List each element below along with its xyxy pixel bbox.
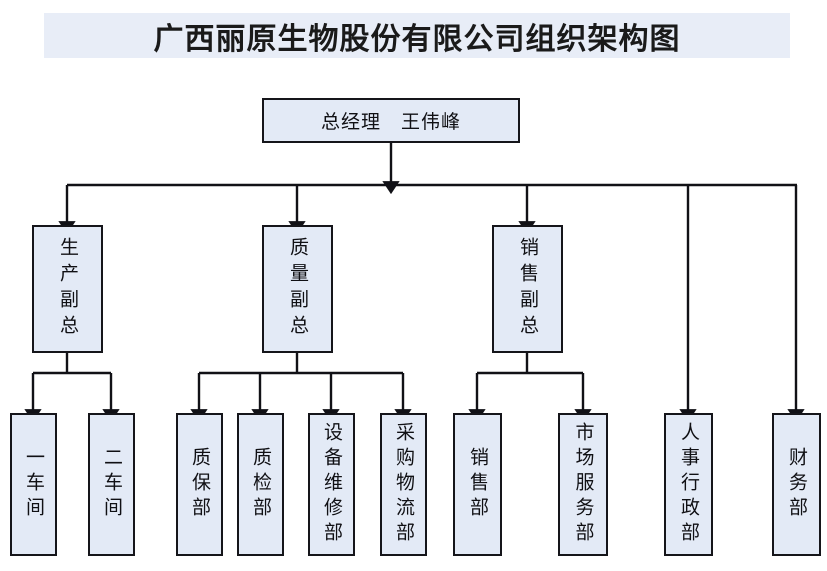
node-dept-finance[interactable]: 财务部 bbox=[772, 413, 821, 556]
page-title: 广西丽原生物股份有限公司组织架构图 bbox=[153, 22, 681, 56]
node-dept-market-service[interactable]: 市场服务部 bbox=[558, 413, 608, 556]
node-dept-sales[interactable]: 销售部 bbox=[453, 413, 502, 556]
node-label-vp-quality: 质量副总 bbox=[287, 237, 309, 341]
node-vp-production[interactable]: 生产副总 bbox=[32, 225, 103, 353]
node-label-workshop-2: 二车间 bbox=[101, 447, 123, 522]
node-label-dept-equipment: 设备维修部 bbox=[321, 422, 343, 547]
node-label-dept-hr-admin: 人事行政部 bbox=[678, 422, 700, 547]
node-dept-purchasing[interactable]: 采购物流部 bbox=[380, 413, 427, 556]
node-label-vp-production: 生产副总 bbox=[57, 237, 79, 341]
node-workshop-2[interactable]: 二车间 bbox=[88, 413, 135, 556]
node-label-general-manager: 总经理 王伟峰 bbox=[320, 112, 461, 133]
node-general-manager[interactable]: 总经理 王伟峰 bbox=[262, 98, 520, 143]
node-vp-sales[interactable]: 销售副总 bbox=[492, 225, 563, 353]
node-dept-qc[interactable]: 质检部 bbox=[237, 413, 284, 556]
node-label-dept-qc: 质检部 bbox=[250, 447, 272, 522]
node-label-dept-sales: 销售部 bbox=[467, 447, 489, 522]
node-dept-qa[interactable]: 质保部 bbox=[176, 413, 223, 556]
node-vp-quality[interactable]: 质量副总 bbox=[262, 225, 333, 353]
node-dept-equipment[interactable]: 设备维修部 bbox=[308, 413, 355, 556]
node-workshop-1[interactable]: 一车间 bbox=[10, 413, 57, 556]
node-label-dept-finance: 财务部 bbox=[786, 447, 808, 522]
node-label-dept-market-service: 市场服务部 bbox=[572, 422, 594, 547]
node-label-vp-sales: 销售副总 bbox=[517, 237, 539, 341]
title-banner: 广西丽原生物股份有限公司组织架构图 bbox=[44, 13, 790, 58]
node-label-workshop-1: 一车间 bbox=[23, 447, 45, 522]
node-label-dept-qa: 质保部 bbox=[189, 447, 211, 522]
node-dept-hr-admin[interactable]: 人事行政部 bbox=[664, 413, 713, 556]
node-label-dept-purchasing: 采购物流部 bbox=[393, 422, 415, 547]
